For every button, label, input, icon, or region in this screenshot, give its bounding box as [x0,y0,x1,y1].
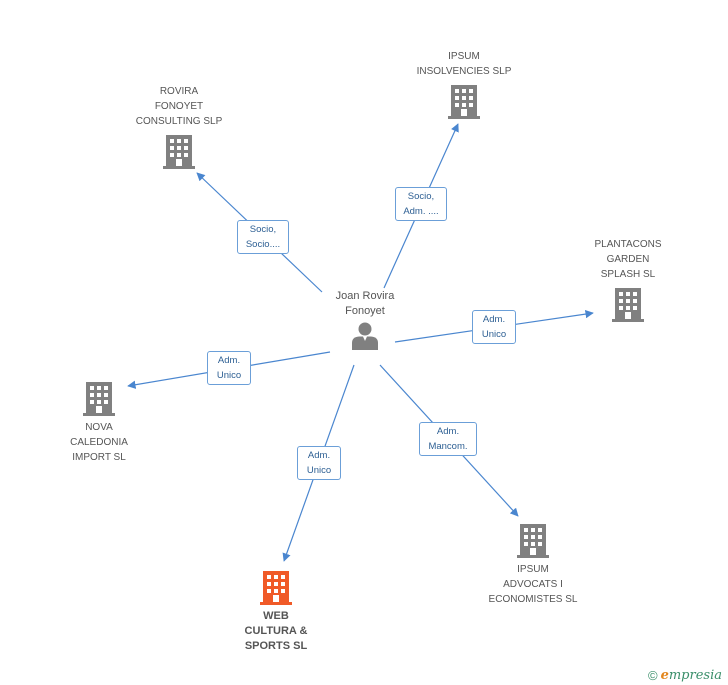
company-node-c1[interactable]: ROVIRA FONOYET CONSULTING SLP [119,84,239,169]
brand-logo: empresia [660,668,722,683]
edge-label-c4[interactable]: Adm. Unico [207,351,251,385]
edge-label-c5[interactable]: Adm. Unico [297,446,341,480]
company-node-c3[interactable]: PLANTACONS GARDEN SPLASH SL [568,237,688,322]
company-name: IPSUM INSOLVENCIES SLP [416,51,512,77]
edge-label-c2[interactable]: Socio, Adm. .... [395,187,447,221]
building-icon [517,524,549,558]
edge-label-c3[interactable]: Adm. Unico [472,310,516,344]
person-icon [352,322,378,350]
building-icon [163,135,195,169]
empresia-watermark: © empresia [648,668,722,683]
building-icon [83,382,115,416]
person-node[interactable]: Joan Rovira Fonoyet [320,289,410,351]
edge-label-c1[interactable]: Socio, Socio.... [237,220,289,254]
copyright-icon: © [647,668,658,683]
company-name: ROVIRA FONOYET CONSULTING SLP [135,86,223,127]
company-node-c4[interactable]: NOVA CALEDONIA IMPORT SL [39,382,159,465]
company-node-c2[interactable]: IPSUM INSOLVENCIES SLP [404,49,524,119]
building-icon [448,85,480,119]
building-icon-highlighted [260,571,292,605]
company-name: NOVA CALEDONIA IMPORT SL [70,422,128,463]
edge-label-c6[interactable]: Adm. Mancom. [419,422,477,456]
company-name: PLANTACONS GARDEN SPLASH SL [594,239,662,280]
building-icon [612,288,644,322]
company-node-c5[interactable]: WEB CULTURA & SPORTS SL [216,571,336,654]
company-node-c6[interactable]: IPSUM ADVOCATS I ECONOMISTES SL [468,524,598,607]
company-name: IPSUM ADVOCATS I ECONOMISTES SL [488,564,578,605]
person-name: Joan Rovira Fonoyet [335,290,395,317]
company-name: WEB CULTURA & SPORTS SL [244,610,308,652]
